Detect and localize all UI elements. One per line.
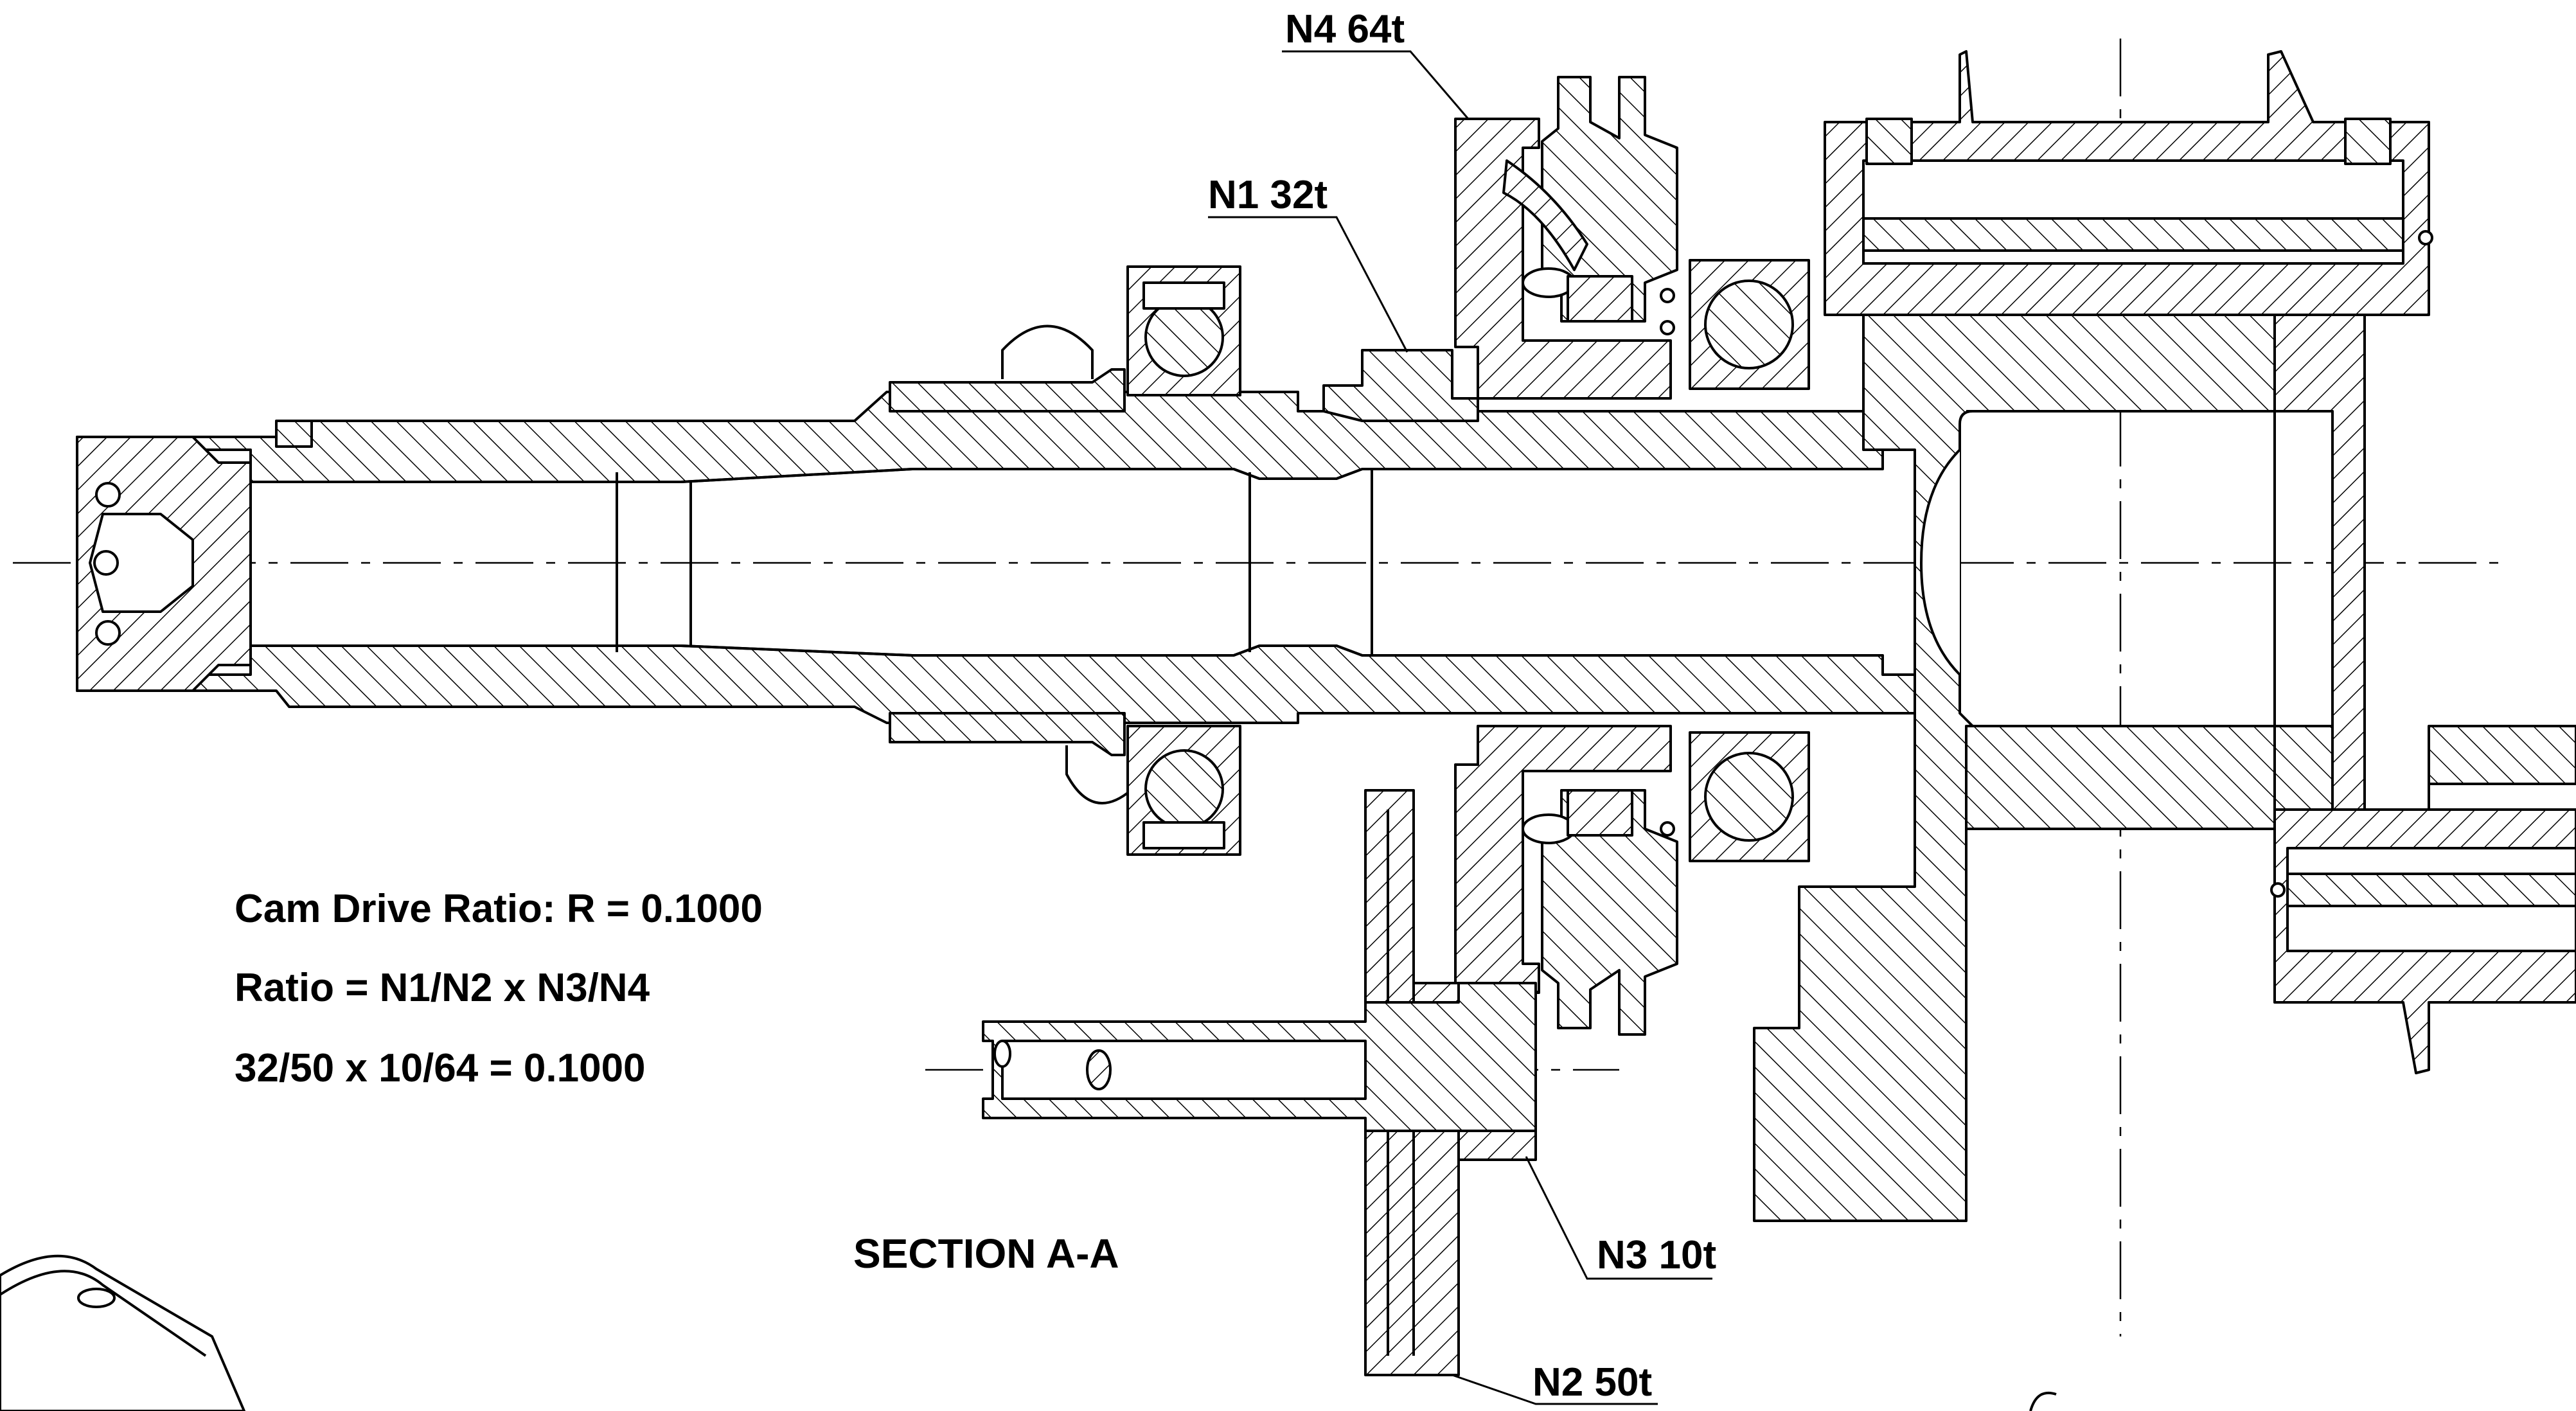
right-bearing-upper	[1689, 259, 1810, 390]
n1-gear	[1322, 349, 1479, 422]
cam-profile	[0, 1254, 245, 1411]
left-bearing-upper	[1126, 265, 1241, 396]
section-title: SECTION A-A	[853, 1230, 1119, 1277]
crank-pin-upper	[1862, 217, 2404, 252]
main-shaft-bore	[251, 468, 1883, 657]
leader-n1	[1208, 216, 1408, 353]
main-shaft-lower-wall	[76, 644, 1916, 724]
note-cam-drive-ratio: Cam Drive Ratio: R = 0.1000	[235, 887, 763, 931]
leader-n2	[1452, 1374, 1658, 1405]
threaded-sleeve-upper	[889, 368, 1126, 413]
nose-cone	[89, 513, 194, 613]
leader-lines	[1208, 50, 1712, 1405]
callout-n2: N2 50t	[1532, 1360, 1652, 1405]
cross-pin	[1086, 1049, 1112, 1090]
leader-n4	[1282, 50, 1470, 120]
ratio-notes: Cam Drive Ratio: R = 0.1000 Ratio = N1/N…	[235, 887, 763, 1090]
threaded-sleeve-lower	[889, 712, 1126, 756]
lower-differential-housing	[1541, 789, 1678, 1036]
note-ratio-formula: Ratio = N1/N2 x N3/N4	[235, 966, 650, 1010]
lower-gear-carrier	[1454, 725, 1672, 994]
callout-n1: N1 32t	[1208, 173, 1328, 217]
right-bearing-lower	[1689, 731, 1810, 862]
leader-n3	[1525, 1156, 1712, 1280]
left-bearing-lower	[1126, 725, 1241, 856]
n3-gear	[1457, 1130, 1537, 1161]
crank-pin-lower	[2286, 873, 2576, 907]
note-ratio-calculation: 32/50 x 10/64 = 0.1000	[235, 1046, 646, 1090]
callout-n4: N4 64t	[1285, 7, 1405, 51]
callout-n3: N3 10t	[1597, 1233, 1716, 1277]
